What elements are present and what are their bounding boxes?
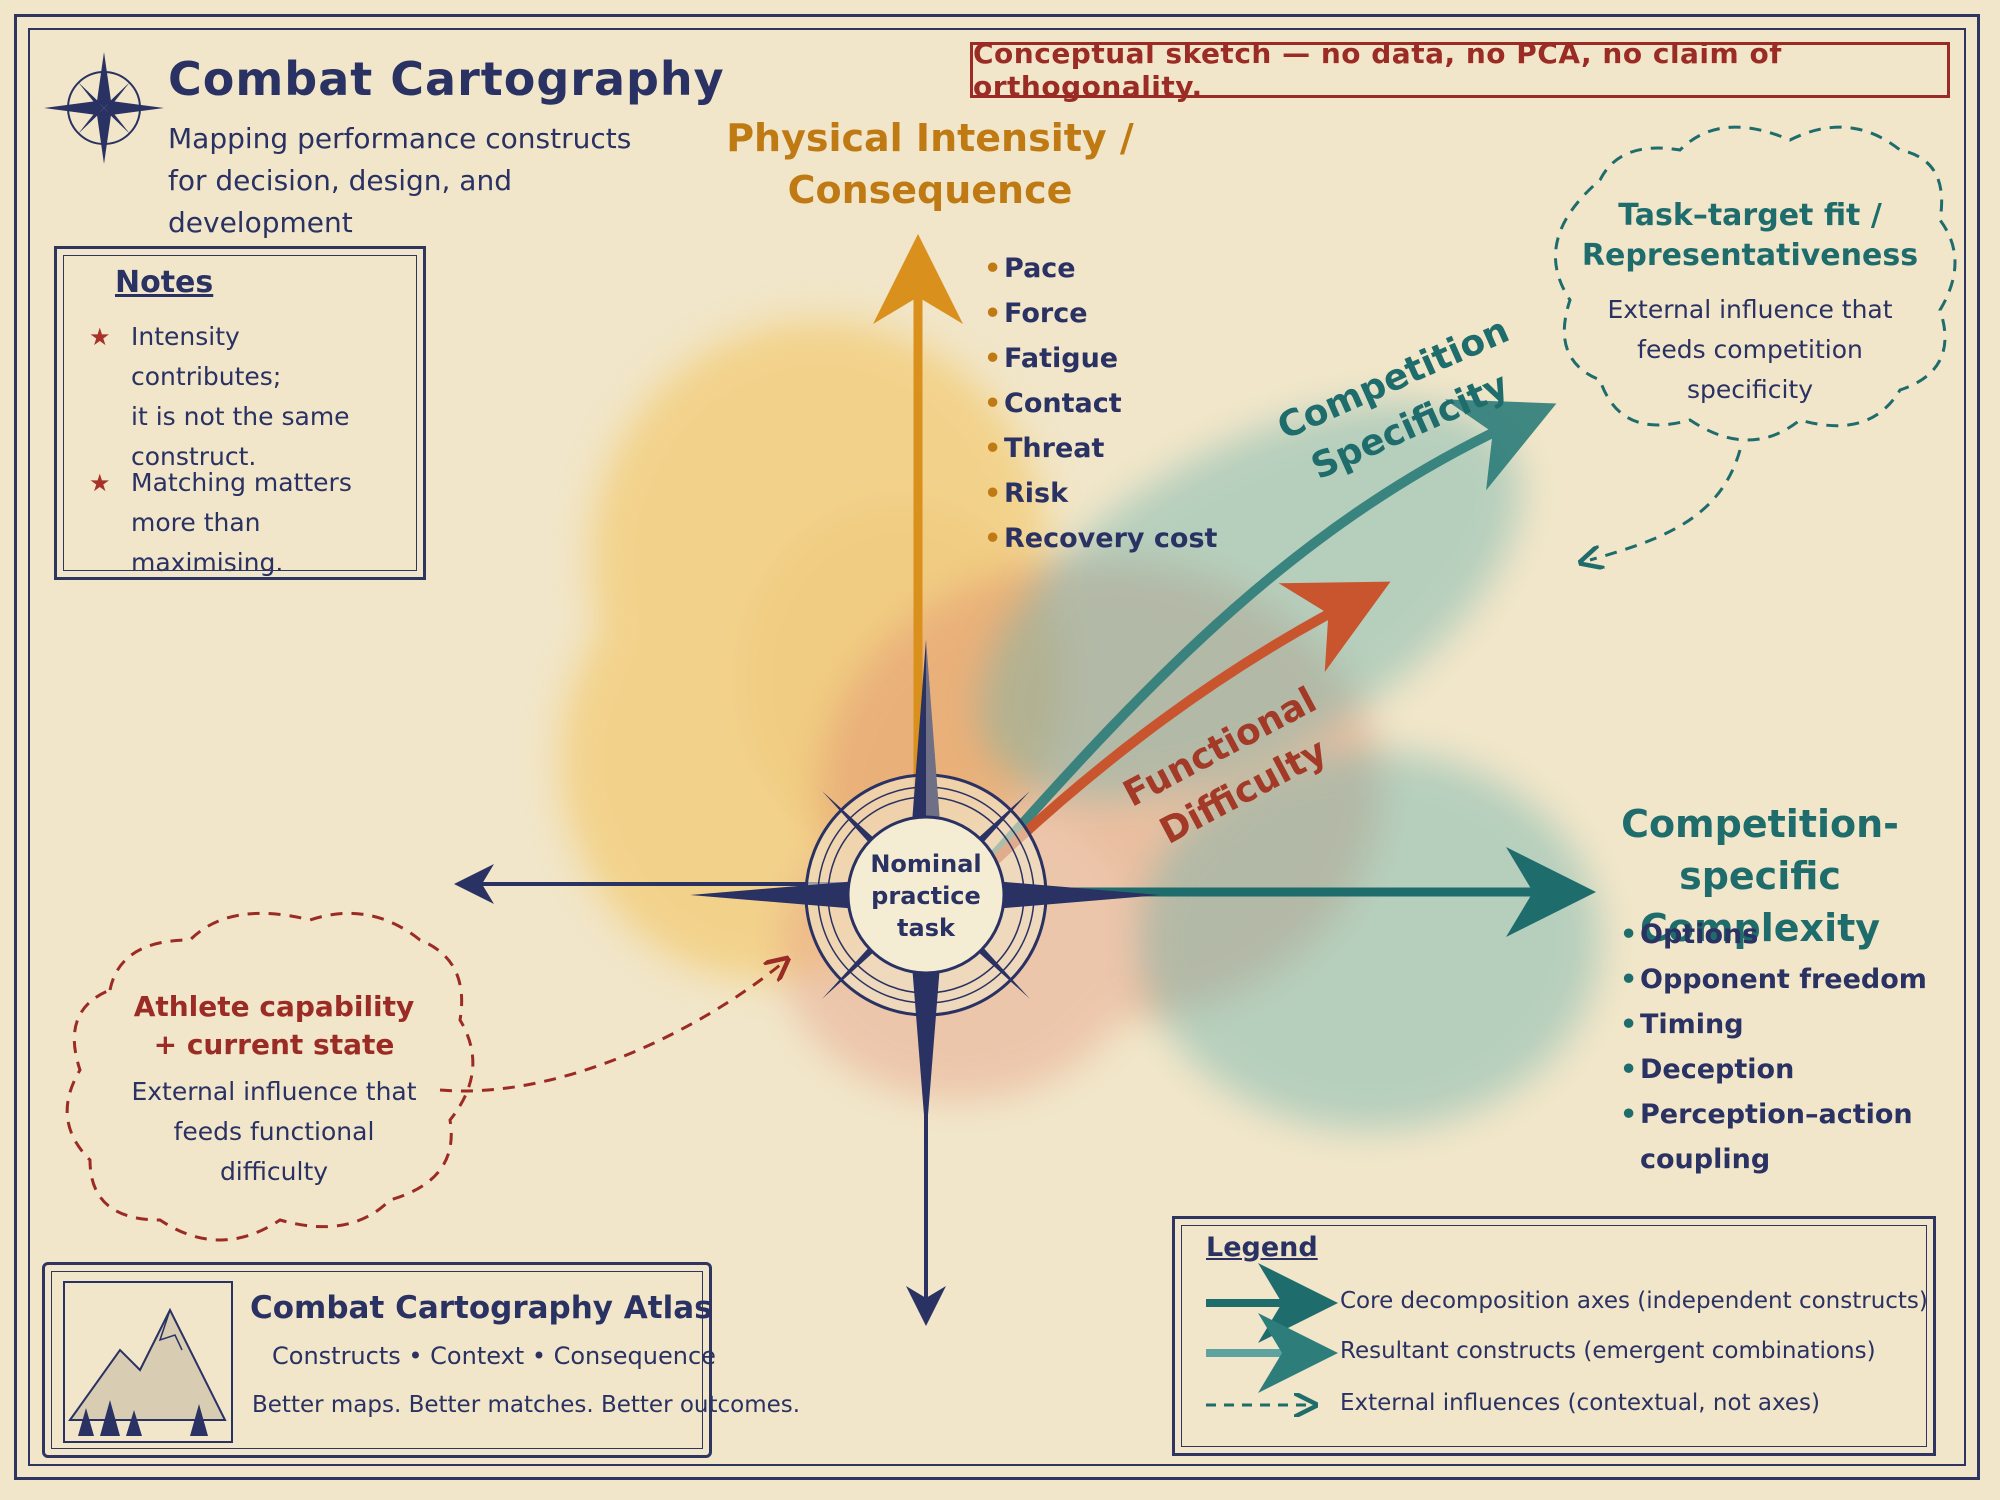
difficulty-arrow	[981, 581, 1391, 874]
notes-title: Notes	[115, 265, 214, 300]
list-item: •Perception–action	[1620, 1099, 1913, 1130]
task-target-body-line: External influence that	[1607, 295, 1893, 324]
athlete-body-line: difficulty	[219, 1157, 329, 1186]
list-item: •Pace	[984, 253, 1076, 284]
star-icon: ★	[89, 469, 111, 497]
task-target-influence-arrow	[1590, 449, 1742, 560]
athlete-body-line: External influence that	[131, 1077, 417, 1106]
task-target-body: External influence that feeds competitio…	[1570, 290, 1930, 410]
task-target-title-line: Representativeness	[1581, 238, 1919, 273]
athlete-title: Athlete capability + current state	[94, 988, 454, 1064]
subtitle-line-2: for decision, design, and development	[168, 164, 512, 239]
note-item: ★ Intensity contributes; it is not the s…	[89, 317, 393, 477]
compass-rose	[690, 640, 1160, 1140]
task-target-title: Task–target fit / Representativeness	[1570, 196, 1930, 276]
legend-item-resultant: Resultant constructs (emergent combinati…	[1340, 1338, 1876, 1364]
list-item: •Threat	[984, 433, 1105, 464]
list-item: •Options	[1620, 919, 1759, 950]
task-target-body-line: specificity	[1686, 375, 1813, 404]
athlete-body-line: feeds functional	[173, 1117, 375, 1146]
complexity-title-line-1: Competition-specific	[1621, 802, 1899, 898]
list-item: •Risk	[984, 478, 1069, 509]
disclaimer-banner: Conceptual sketch — no data, no PCA, no …	[970, 37, 1950, 103]
note-line: Matching matters	[131, 468, 352, 497]
note-item: ★ Matching matters more than maximising.	[89, 463, 393, 583]
title-compass-icon	[44, 52, 164, 164]
list-item: •Force	[984, 298, 1088, 329]
note-line: it is not the same	[131, 402, 350, 431]
athlete-title-line: Athlete capability	[133, 990, 415, 1023]
task-target-body-line: feeds competition	[1637, 335, 1863, 364]
atlas-motto: Better maps. Better matches. Better outc…	[252, 1392, 801, 1418]
mountain-icon	[63, 1281, 233, 1443]
list-item: •Deception	[1620, 1054, 1795, 1085]
subtitle-line-1: Mapping performance constructs	[168, 122, 632, 155]
note-line: more than maximising.	[131, 508, 284, 577]
intensity-title-line-2: Consequence	[787, 168, 1073, 212]
intensity-axis-title: Physical Intensity / Consequence	[700, 112, 1160, 216]
athlete-body: External influence that feeds functional…	[94, 1072, 454, 1192]
center-line-2: practice	[871, 882, 981, 910]
specificity-arrow	[986, 399, 1557, 864]
center-task-label: Nominal practice task	[854, 848, 998, 944]
legend-box	[1172, 1216, 1936, 1456]
complexity-title-line-2: Complexity	[1639, 906, 1881, 950]
intensity-title-line-1: Physical Intensity /	[726, 116, 1134, 160]
athlete-title-line: + current state	[153, 1028, 395, 1061]
complexity-axis-title: Competition-specific Complexity	[1560, 798, 1960, 954]
athlete-influence-arrow	[439, 965, 780, 1093]
center-line-3: task	[897, 914, 955, 942]
outer-frame	[14, 14, 1980, 1480]
center-line-1: Nominal	[870, 850, 982, 878]
page-title: Combat Cartography	[168, 52, 725, 106]
athlete-cloud	[65, 911, 475, 1242]
complexity-factor-list: •Options •Opponent freedom •Timing •Dece…	[1620, 912, 1927, 1182]
list-item: •Timing	[1620, 1009, 1744, 1040]
legend-title: Legend	[1206, 1232, 1318, 1263]
list-item: •coupling	[1640, 1144, 1771, 1175]
notes-box: Notes ★ Intensity contributes; it is not…	[54, 246, 426, 580]
legend-item-external: External influences (contextual, not axe…	[1340, 1390, 1821, 1416]
list-item: •Fatigue	[984, 343, 1119, 374]
atlas-tagline: Constructs • Context • Consequence	[272, 1342, 716, 1370]
inner-frame	[28, 28, 1966, 1466]
legend-item-core: Core decomposition axes (independent con…	[1340, 1288, 1928, 1314]
atlas-box	[42, 1262, 712, 1458]
task-target-title-line: Task–target fit /	[1618, 198, 1882, 233]
list-item: •Contact	[984, 388, 1122, 419]
page-subtitle: Mapping performance constructs for decis…	[168, 118, 688, 244]
list-item: •Recovery cost	[984, 523, 1218, 554]
star-icon: ★	[89, 323, 111, 351]
list-item: •Opponent freedom	[1620, 964, 1927, 995]
intensity-factor-list: •Pace •Force •Fatigue •Contact •Threat •…	[984, 246, 1217, 561]
note-line: construct.	[131, 442, 257, 471]
complexity-wash	[1140, 750, 1600, 1130]
atlas-title: Combat Cartography Atlas	[250, 1290, 713, 1326]
note-line: Intensity contributes;	[131, 322, 282, 391]
